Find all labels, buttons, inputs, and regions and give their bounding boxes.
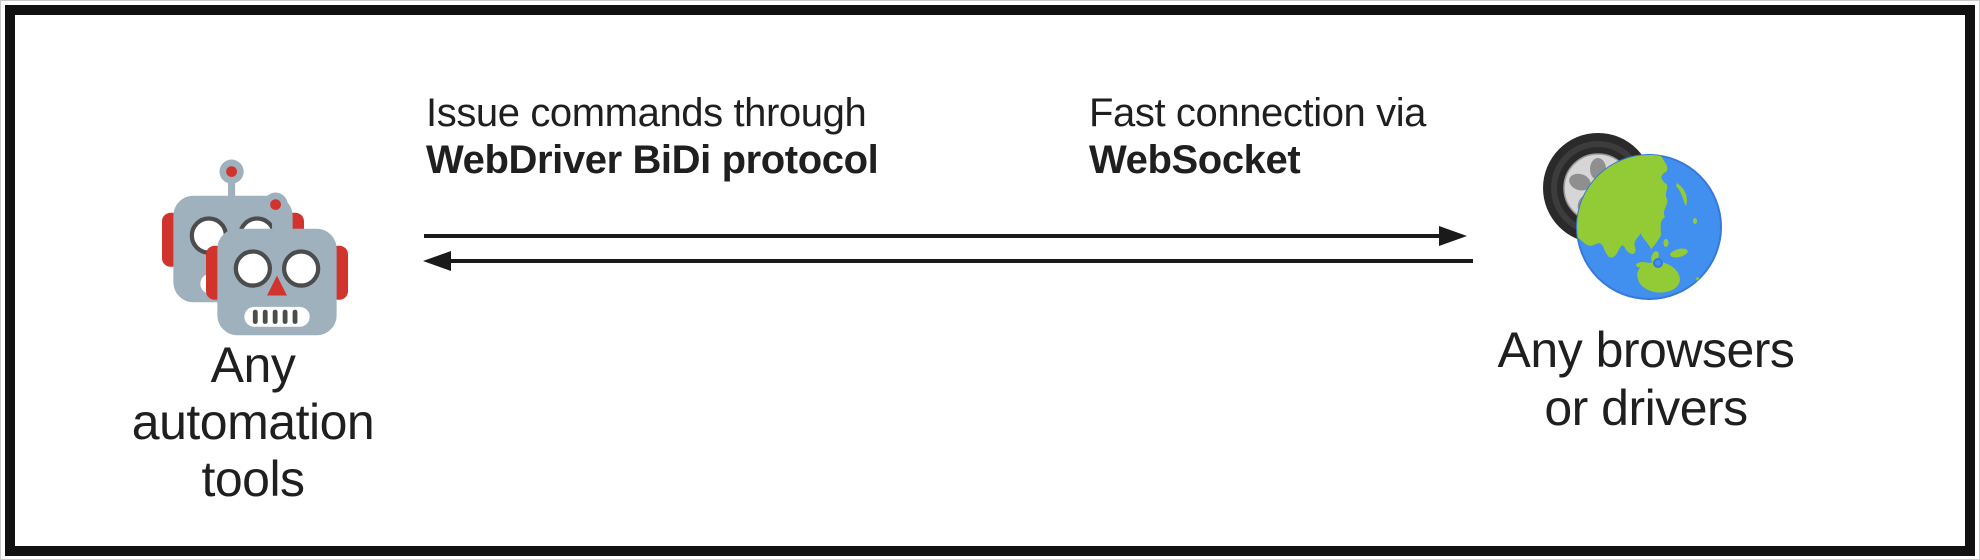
transport-label-line1: Fast connection via [1089, 91, 1427, 135]
transport-label-line2: WebSocket [1089, 138, 1301, 182]
caption-line: Any browsers [1497, 322, 1795, 378]
right-node-caption: Any browsers or drivers [1456, 321, 1836, 437]
caption-line: automation [131, 394, 375, 450]
transport-label: Fast connection via WebSocket [1089, 90, 1426, 184]
bidirectional-arrows-icon [423, 226, 1473, 271]
wheel-globe-icon [1543, 133, 1722, 300]
left-node-caption: Any automation tools [83, 337, 423, 508]
caption-line: Any [210, 337, 296, 393]
command-protocol-label: Issue commands through WebDriver BiDi pr… [426, 90, 879, 184]
caption-line: tools [201, 451, 305, 507]
command-label-line2: WebDriver BiDi protocol [426, 138, 879, 182]
command-label-line1: Issue commands through [426, 91, 867, 135]
globe-icon [1576, 154, 1722, 300]
caption-line: or drivers [1544, 380, 1748, 436]
robots-icon [157, 149, 353, 341]
